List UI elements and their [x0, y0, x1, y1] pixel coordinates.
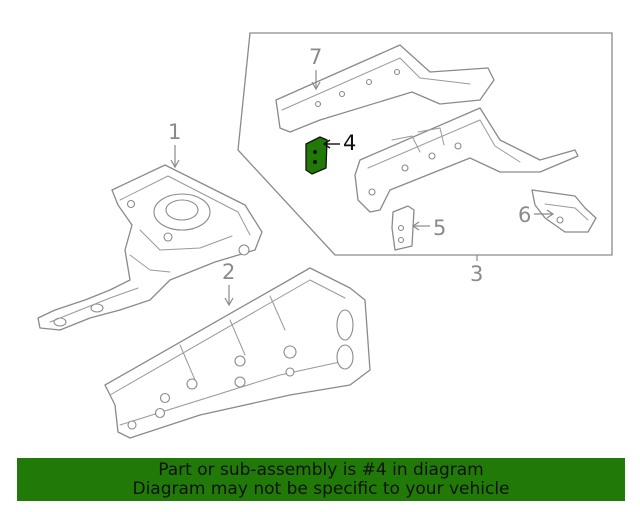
svg-text:4: 4	[343, 131, 356, 155]
svg-text:1: 1	[168, 120, 181, 144]
svg-text:6: 6	[518, 203, 531, 227]
callout-1: 1	[168, 120, 181, 169]
info-banner: Part or sub-assembly is #4 in diagram Di…	[17, 458, 625, 501]
part-7-upper-rail[interactable]	[275, 44, 495, 133]
part-3-side-member[interactable]	[354, 107, 579, 213]
callout-4: 4	[322, 131, 356, 155]
part-4-bracket-highlighted[interactable]	[305, 136, 328, 175]
callout-6: 6	[518, 203, 555, 227]
svg-text:2: 2	[222, 260, 235, 284]
parts-diagram: 1 2 3 4 5 6 7	[37, 32, 613, 439]
banner-line-1: Part or sub-assembly is #4 in diagram	[158, 459, 484, 480]
svg-text:3: 3	[470, 262, 483, 286]
svg-text:7: 7	[309, 45, 322, 69]
callout-3: 3	[470, 255, 483, 286]
svg-text:5: 5	[433, 216, 446, 240]
part-2-frame-rail[interactable]	[104, 267, 371, 439]
subassembly-box	[237, 32, 613, 256]
callout-2: 2	[222, 260, 235, 307]
part-1-strut-tower[interactable]	[37, 164, 263, 331]
part-5-bracket[interactable]	[391, 205, 415, 251]
callout-5: 5	[411, 216, 446, 240]
part-6-bracket[interactable]	[531, 189, 597, 233]
banner-line-2: Diagram may not be specific to your vehi…	[132, 478, 510, 499]
callout-7: 7	[309, 45, 322, 91]
